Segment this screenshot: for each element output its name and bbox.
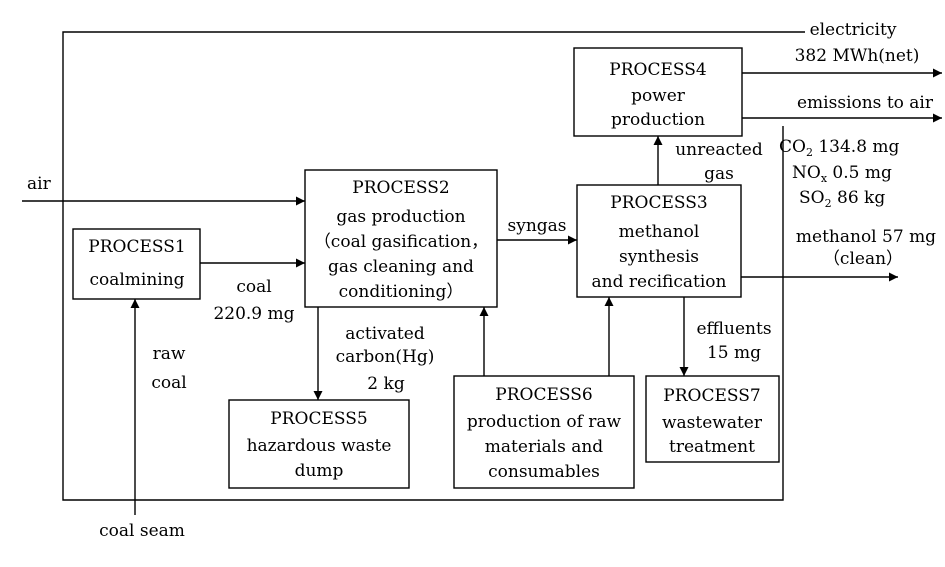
label-electricity-amount: 382 MWh(net) (795, 46, 920, 66)
process4-box: PROCESS4 power production (573, 47, 743, 137)
label-activated: activated (345, 324, 425, 344)
label-activated-amount: 2 kg (367, 374, 405, 394)
label-nox: NOx 0.5 mg (792, 163, 892, 185)
process2-line-4: conditioning） (339, 282, 464, 302)
process6-title: PROCESS6 (495, 385, 592, 405)
process7-title: PROCESS7 (663, 386, 760, 406)
process3-line-3: and recification (592, 272, 727, 292)
process7-line-1: wastewater (662, 413, 763, 433)
label-methanol: methanol 57 mg (796, 227, 936, 247)
process5-box: PROCESS5 hazardous waste dump (228, 399, 410, 489)
process2-box: PROCESS2 gas production （coal gasificati… (304, 169, 498, 308)
process7-box: PROCESS7 wastewater treatment (645, 375, 780, 463)
label-co2: CO2 134.8 mg (779, 137, 900, 159)
process5-line-2: dump (295, 461, 344, 481)
label-methanol-clean: （clean） (823, 249, 903, 269)
process2-line-1: gas production (336, 207, 465, 227)
process6-box: PROCESS6 production of raw materials and… (453, 375, 635, 489)
process3-title: PROCESS3 (610, 193, 707, 213)
system-boundary (62, 31, 805, 501)
process2-line-2: （coal gasification， (314, 232, 488, 252)
process2-line-3: gas cleaning and (328, 257, 474, 277)
process3-line-2: synthesis (619, 247, 699, 267)
label-so2: SO2 86 kg (799, 188, 885, 210)
label-unreacted-gas: gas (704, 164, 734, 184)
label-effluents: effluents (696, 319, 771, 339)
label-coal-amount: 220.9 mg (213, 304, 294, 324)
process1-title: PROCESS1 (88, 237, 185, 257)
label-coal-seam: coal seam (99, 521, 185, 541)
label-emissions: emissions to air (797, 93, 934, 113)
label-syngas: syngas (507, 216, 566, 236)
label-activated-carbon: carbon(Hg) (336, 347, 435, 367)
process1-line-1: coalmining (89, 270, 184, 290)
process6-line-3: consumables (488, 462, 600, 482)
label-effluents-amount: 15 mg (707, 343, 761, 363)
process3-box: PROCESS3 methanol synthesis and recifica… (576, 184, 742, 298)
process4-line-1: power (631, 86, 686, 106)
label-raw: raw (153, 344, 186, 364)
process7-line-2: treatment (669, 437, 755, 457)
process4-line-2: production (611, 110, 705, 130)
label-unreacted: unreacted (675, 140, 763, 160)
label-raw-coal: coal (151, 373, 186, 393)
process3-line-1: methanol (619, 222, 700, 242)
process5-line-1: hazardous waste (247, 436, 392, 456)
process6-line-1: production of raw (467, 412, 622, 432)
process5-title: PROCESS5 (270, 409, 367, 429)
process6-line-2: materials and (485, 437, 603, 457)
label-electricity: electricity (810, 20, 897, 40)
label-air: air (27, 174, 52, 194)
process2-title: PROCESS2 (352, 178, 449, 198)
process4-title: PROCESS4 (609, 60, 706, 80)
label-coal: coal (236, 277, 271, 297)
process1-box: PROCESS1 coalmining (72, 228, 201, 300)
